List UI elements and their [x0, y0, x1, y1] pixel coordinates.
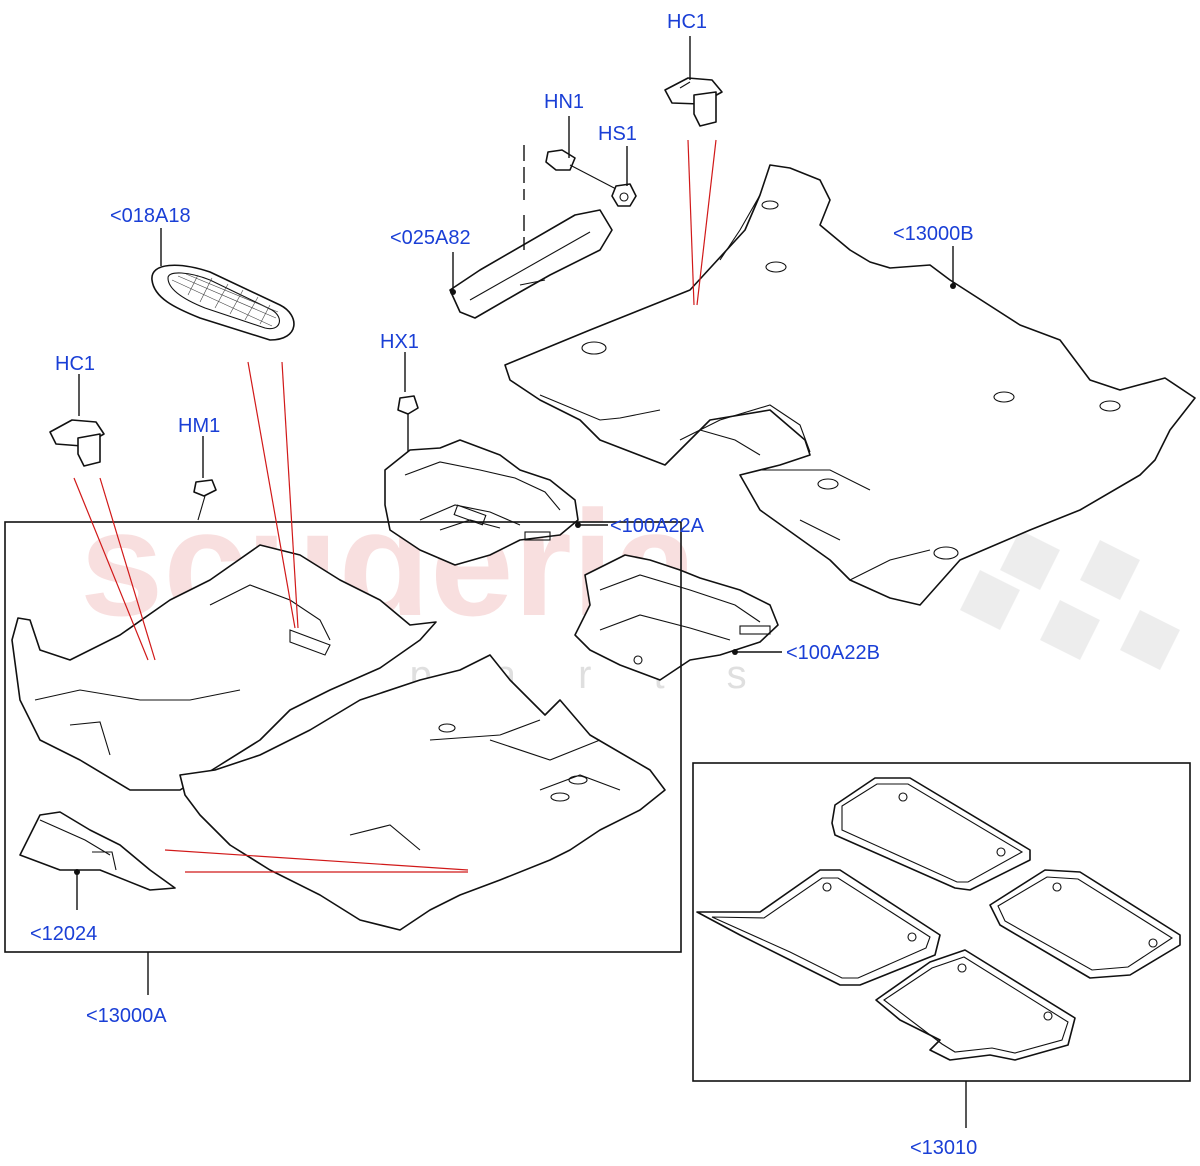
fastener-pin-hn1 — [545, 149, 619, 191]
floor-cover-bracket — [449, 209, 613, 319]
push-pin-hx1 — [397, 395, 419, 470]
front-floor-carpet — [11, 544, 666, 931]
floor-mat-rear-left — [989, 869, 1181, 979]
floor-bracket-a — [384, 439, 579, 566]
floor-mats-frame — [692, 762, 1191, 1082]
callout-13000b[interactable]: <13000B — [893, 223, 974, 245]
callout-13010[interactable]: <13010 — [910, 1137, 977, 1159]
callout-100a22b[interactable]: <100A22B — [786, 642, 880, 664]
callout-hs1[interactable]: HS1 — [598, 123, 637, 145]
callout-hc1-left[interactable]: HC1 — [55, 353, 95, 375]
floor-mat-rear-right — [875, 949, 1076, 1061]
clip-hc1-left — [49, 419, 105, 467]
clip-hc1-top — [664, 77, 723, 127]
leader-lines — [74, 36, 967, 1128]
floor-bracket-b — [574, 554, 779, 681]
bolt-hs1 — [611, 183, 637, 207]
callout-hm1[interactable]: HM1 — [178, 415, 220, 437]
grille-mesh — [171, 273, 279, 327]
rear-floor-carpet — [504, 164, 1196, 606]
callout-025a82[interactable]: <025A82 — [390, 227, 471, 249]
callout-13000a[interactable]: <13000A — [86, 1005, 167, 1027]
floor-mat-front-left — [831, 777, 1031, 891]
vent-grille — [151, 264, 295, 341]
callout-12024[interactable]: <12024 — [30, 923, 97, 945]
push-pin-hm1 — [193, 479, 217, 521]
reference-lines — [73, 139, 717, 873]
callout-hn1[interactable]: HN1 — [544, 91, 584, 113]
callout-labels: HC1 HN1 HS1 <025A82 <13000B <018A18 HX1 … — [30, 11, 977, 1159]
callout-hc1-top[interactable]: HC1 — [667, 11, 707, 33]
floor-mat-front-right — [696, 869, 941, 986]
callout-hx1[interactable]: HX1 — [380, 331, 419, 353]
carpet-assembly-frame — [4, 521, 682, 953]
callout-100a22a[interactable]: <100A22A — [610, 515, 705, 537]
heel-pad-12024 — [19, 811, 176, 891]
callout-018a18[interactable]: <018A18 — [110, 205, 191, 227]
